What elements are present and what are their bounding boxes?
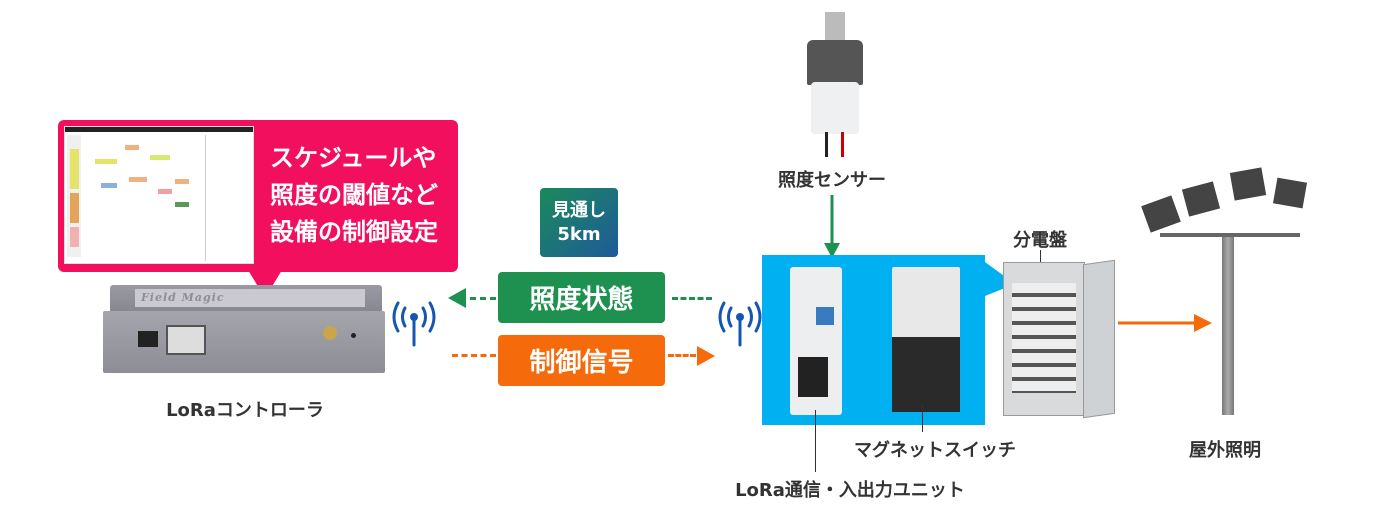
callout-text: スケジュールや 照度の閾値など 設備の制御設定 <box>270 140 438 251</box>
outdoor-lights-label: 屋外照明 <box>1189 440 1261 461</box>
arrow-right-icon <box>1118 314 1212 332</box>
magnet-switch-photo <box>892 267 960 412</box>
field-equipment-panel <box>762 255 985 425</box>
illuminance-sensor-photo <box>805 12 865 157</box>
control-signal-label: 制御信号 <box>529 348 634 378</box>
status-signal-label: 照度状態 <box>529 285 634 315</box>
controller-label: LoRaコントローラ <box>166 400 324 421</box>
magnet-switch-label: マグネットスイッチ <box>854 440 1016 461</box>
controller-lid-label: Field Magic <box>135 289 365 307</box>
status-dashed-line <box>470 297 496 300</box>
status-signal-box: 照度状態 <box>498 272 665 323</box>
outdoor-lights-photo <box>1140 165 1315 415</box>
callout-line: スケジュールや <box>270 144 437 172</box>
distribution-board-photo <box>1003 262 1085 416</box>
range-line2: 5km <box>557 223 601 245</box>
arrow-right-icon <box>697 346 715 366</box>
antenna-icon <box>718 301 762 347</box>
leader-line <box>922 405 923 432</box>
controller-front-panel <box>103 311 385 373</box>
callout-line: 設備の制御設定 <box>270 218 438 246</box>
arrow-down-icon <box>824 195 840 258</box>
control-dashed-line <box>668 354 696 357</box>
sensor-label: 照度センサー <box>778 170 886 191</box>
flow-editor-screenshot <box>64 126 254 264</box>
distribution-board-label: 分電盤 <box>1013 230 1067 251</box>
status-dashed-line <box>672 297 712 300</box>
control-dashed-line <box>452 354 496 357</box>
zoom-pointer <box>985 262 1015 296</box>
arrow-left-icon <box>448 288 466 308</box>
range-line1: 見通し <box>552 199 606 221</box>
lora-controller-device: Field Magic <box>110 285 382 313</box>
callout-line: 照度の閾値など <box>270 181 438 209</box>
io-unit-label: LoRa通信・入出力ユニット <box>735 480 965 501</box>
range-badge: 見通し 5km <box>540 188 618 257</box>
leader-line <box>815 410 816 472</box>
leader-line <box>1040 250 1041 262</box>
control-signal-box: 制御信号 <box>498 335 665 386</box>
lora-io-unit-photo <box>790 267 842 415</box>
antenna-icon <box>392 301 436 347</box>
cabinet-door <box>1083 259 1115 419</box>
controller-brand: Field Magic <box>141 291 225 304</box>
